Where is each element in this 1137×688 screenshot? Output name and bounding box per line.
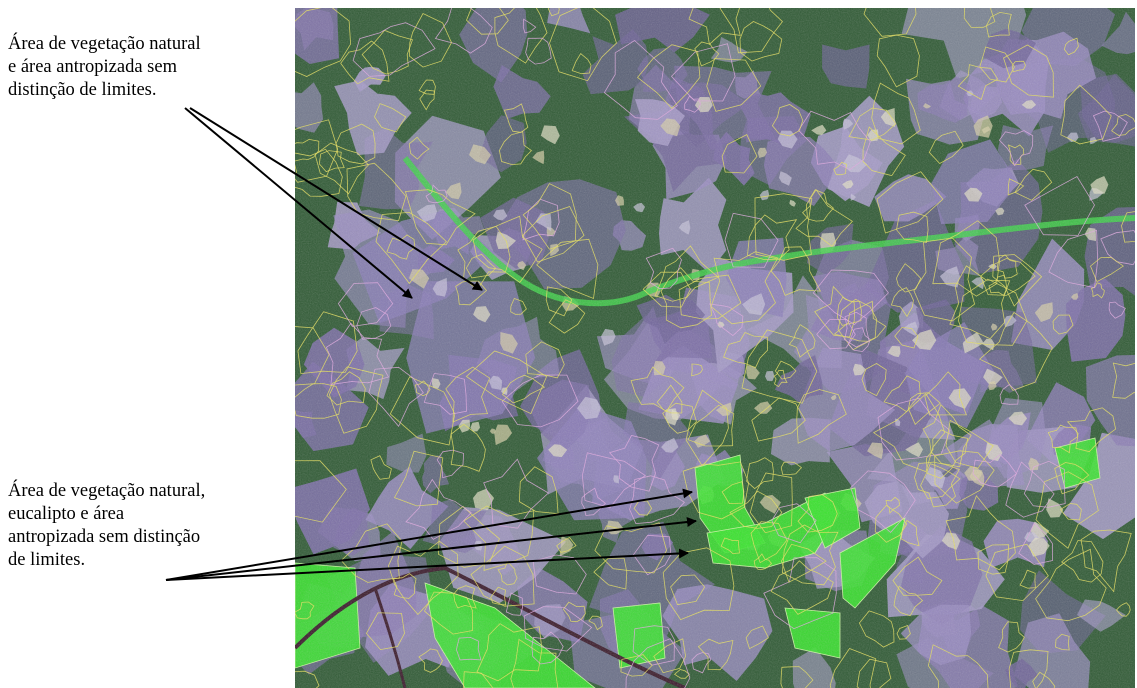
image-texture [295, 8, 1135, 688]
satellite-image [295, 8, 1135, 688]
annotation-vegetation-anthropized: Área de vegetação natural e área antropi… [8, 34, 201, 100]
satellite-image-canvas [295, 8, 1135, 688]
annotation-vegetation-eucalyptus-anthropized: Área de vegetação natural, eucalipto e á… [8, 481, 206, 570]
